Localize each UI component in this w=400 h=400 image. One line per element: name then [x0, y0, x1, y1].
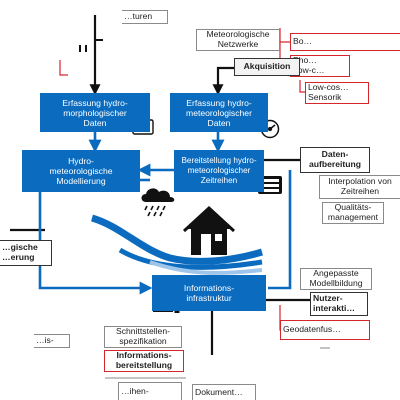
hydromet-modelling-label: Hydro- meteorologische Modellierung — [49, 156, 113, 186]
info-infrastructure-label: Informations- infrastruktur — [183, 283, 235, 303]
bo-label: Bo… — [293, 36, 313, 47]
quality-mgmt-label: Qualitäts- management — [327, 202, 379, 222]
capture-hydromorph-label: Erfassung hydro- morphologischer Daten — [62, 97, 128, 128]
hillside — [95, 222, 262, 276]
pho-label: Pho… (low-c… — [293, 55, 325, 75]
wave-light — [149, 260, 263, 275]
met-networks-label: Meteorologische Netzwerke — [206, 29, 270, 49]
dark-ticks — [79, 39, 103, 52]
capture-hydromet-label: Erfassung hydro- meteorologischer Daten — [186, 97, 252, 128]
left-bold-box: …gische …erung — [0, 240, 52, 266]
acquisition-box: Akquisition — [234, 58, 300, 76]
adapted-modelling-box: Angepasste Modellbildung — [300, 268, 372, 290]
capture-hydromet-box: Erfassung hydro- meteorologischer Daten — [170, 93, 268, 132]
interp-timeseries-box: Interpolation von Zeitreihen — [319, 175, 400, 199]
bottom-partial-label-2: Dokument… — [195, 386, 243, 397]
top-left-partial-label: …turen — [124, 11, 153, 22]
lowcost-label: Low-cos… Sensorik — [308, 82, 349, 102]
bo-box: Bo… — [290, 33, 400, 51]
rain-cloud-icon — [141, 188, 175, 217]
provision-timeseries-box: Bereitstellung hydro- meteorologischer Z… — [174, 150, 264, 192]
hydromet-modelling-box: Hydro- meteorologische Modellierung — [22, 150, 140, 192]
user-interaction-label: Nutzer- interakti… — [313, 293, 356, 313]
data-prep-box: Daten- aufbereitung — [300, 147, 370, 173]
capture-hydromorph-box: Erfassung hydro- morphologischer Daten — [40, 93, 150, 132]
bottom-partial-label-1: …ihen- — [121, 385, 149, 396]
data-prep-label: Daten- aufbereitung — [308, 149, 362, 169]
info-provision-label: Informations- bereitstellung — [115, 350, 173, 370]
wave-mid — [118, 247, 263, 270]
left-partial-box: …is- — [34, 334, 70, 348]
geodata-label: Geodatenfus… — [283, 324, 341, 335]
adapted-modelling-label: Angepasste Modellbildung — [309, 268, 363, 288]
acquisition-label: Akquisition — [243, 61, 291, 72]
provision-timeseries-label: Bereitstellung hydro- meteorologischer Z… — [181, 156, 257, 185]
interp-timeseries-label: Interpolation von Zeitreihen — [328, 176, 392, 196]
wave-dark — [90, 214, 263, 265]
bottom-partial-box-2: Dokument… — [192, 384, 256, 400]
left-partial-label: …is- — [36, 335, 54, 346]
bottom-partial-box-1: …ihen- — [118, 382, 182, 400]
quality-mgmt-box: Qualitäts- management — [322, 202, 384, 224]
met-networks-box: Meteorologische Netzwerke — [196, 29, 280, 51]
lowcost-box: Low-cos… Sensorik — [305, 82, 369, 104]
info-infrastructure-box: Informations- infrastruktur — [152, 275, 266, 311]
server-icon — [258, 176, 282, 194]
left-bold-label: …gische …erung — [2, 242, 38, 262]
interface-spec-label: Schnittstellen- spezifikation — [116, 326, 170, 346]
user-interaction-box: Nutzer- interakti… — [310, 292, 368, 316]
info-provision-box: Informations- bereitstellung — [104, 350, 184, 372]
geodata-box: Geodatenfus… — [280, 320, 370, 340]
top-left-partial-box: …turen — [122, 10, 168, 24]
interface-spec-box: Schnittstellen- spezifikation — [104, 326, 182, 348]
blue-flow-arrows — [38, 132, 292, 295]
house-icon — [182, 205, 236, 255]
